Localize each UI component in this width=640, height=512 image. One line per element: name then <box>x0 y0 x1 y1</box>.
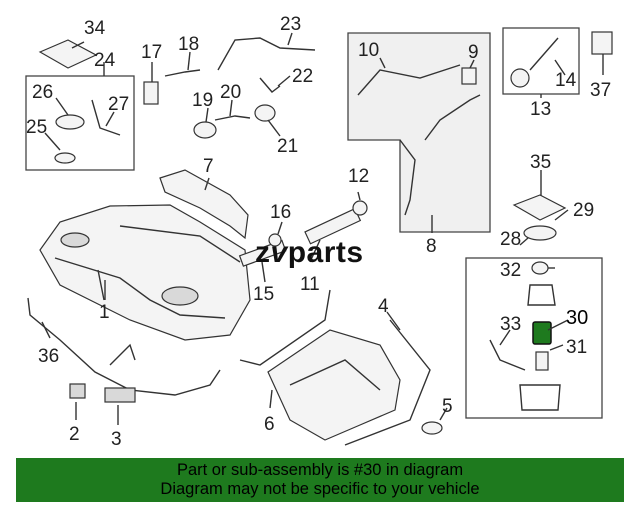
hose-23 <box>217 37 316 71</box>
callout-30: 30 <box>566 307 588 329</box>
plate-34 <box>38 39 98 69</box>
callout-20: 20 <box>220 82 241 103</box>
callout-18: 18 <box>178 34 199 55</box>
watermark-lead: z <box>255 236 271 269</box>
pad-2 <box>69 383 86 399</box>
watermark-mid: v <box>270 236 288 269</box>
callout-28: 28 <box>500 229 521 250</box>
part-9 <box>461 67 477 85</box>
pump-holder <box>527 284 556 306</box>
hose-15 <box>238 239 287 267</box>
callout-34: 34 <box>84 18 106 39</box>
callout-17: 17 <box>141 42 162 63</box>
group-box-8 <box>347 32 491 233</box>
info-banner: Part or sub-assembly is #30 in diagram D… <box>16 458 624 502</box>
watermark-logo: zvparts <box>255 236 364 270</box>
callout-6: 6 <box>264 414 275 435</box>
callout-23: 23 <box>280 14 301 35</box>
part-19 <box>193 121 217 139</box>
watermark-rest: parts <box>287 236 364 269</box>
callout-16: 16 <box>270 202 291 223</box>
fuel-cap-14 <box>510 68 530 88</box>
callout-1: 1 <box>99 302 110 323</box>
vent-tube-10 <box>357 64 461 96</box>
banner-line-2: Diagram may not be specific to your vehi… <box>160 480 480 498</box>
tank-under-cover <box>267 329 401 441</box>
callout-8: 8 <box>426 236 437 257</box>
gasket-25 <box>54 152 76 164</box>
vapor-line <box>27 297 221 396</box>
callout-12: 12 <box>348 166 369 187</box>
part-31 <box>535 351 549 371</box>
hose-20 <box>214 115 251 121</box>
sender-27 <box>91 99 121 136</box>
callout-33: 33 <box>500 314 521 335</box>
fuel-pump-30 <box>532 321 552 345</box>
callout-29: 29 <box>573 200 594 221</box>
plate-35 <box>512 194 567 221</box>
pad-3 <box>104 387 136 403</box>
callout-31: 31 <box>566 337 587 358</box>
fuel-tank <box>39 204 251 341</box>
callout-4: 4 <box>378 296 389 317</box>
callout-19: 19 <box>192 90 213 111</box>
callout-2: 2 <box>69 424 80 445</box>
gasket-29 <box>523 225 557 241</box>
callout-24: 24 <box>94 50 116 71</box>
callout-9: 9 <box>468 42 479 63</box>
callout-25: 25 <box>26 117 47 138</box>
hose-22 <box>259 77 281 93</box>
part-32 <box>531 261 549 275</box>
callout-14: 14 <box>555 70 577 91</box>
sender-33 <box>489 339 526 371</box>
part-37 <box>591 31 613 55</box>
group-box-28 <box>465 257 603 419</box>
grommet-5 <box>421 421 443 435</box>
callout-5: 5 <box>442 396 453 417</box>
callout-13: 13 <box>530 99 551 120</box>
callout-37: 37 <box>590 80 611 101</box>
callout-36: 36 <box>38 346 59 367</box>
callout-11: 11 <box>300 274 320 295</box>
callout-35: 35 <box>530 152 551 173</box>
tank-strap-left <box>239 289 331 366</box>
part-17 <box>143 81 159 105</box>
callout-10: 10 <box>358 40 379 61</box>
callout-32: 32 <box>500 260 521 281</box>
callout-7: 7 <box>203 156 214 177</box>
group-box-24 <box>25 75 135 171</box>
callout-22: 22 <box>292 66 313 87</box>
heat-shield <box>159 169 249 240</box>
callout-3: 3 <box>111 429 122 450</box>
callout-27: 27 <box>108 94 129 115</box>
part-21 <box>254 104 276 122</box>
banner-line-1: Part or sub-assembly is #30 in diagram <box>176 461 464 479</box>
callout-21: 21 <box>277 136 298 157</box>
clamp <box>352 200 368 216</box>
callout-15: 15 <box>253 284 274 305</box>
clamp-16 <box>268 233 282 247</box>
callout-26: 26 <box>32 82 53 103</box>
tank-strap-right <box>344 319 431 446</box>
sender-26 <box>55 114 85 130</box>
filler-pipe <box>399 139 416 216</box>
hose-18 <box>164 69 201 77</box>
